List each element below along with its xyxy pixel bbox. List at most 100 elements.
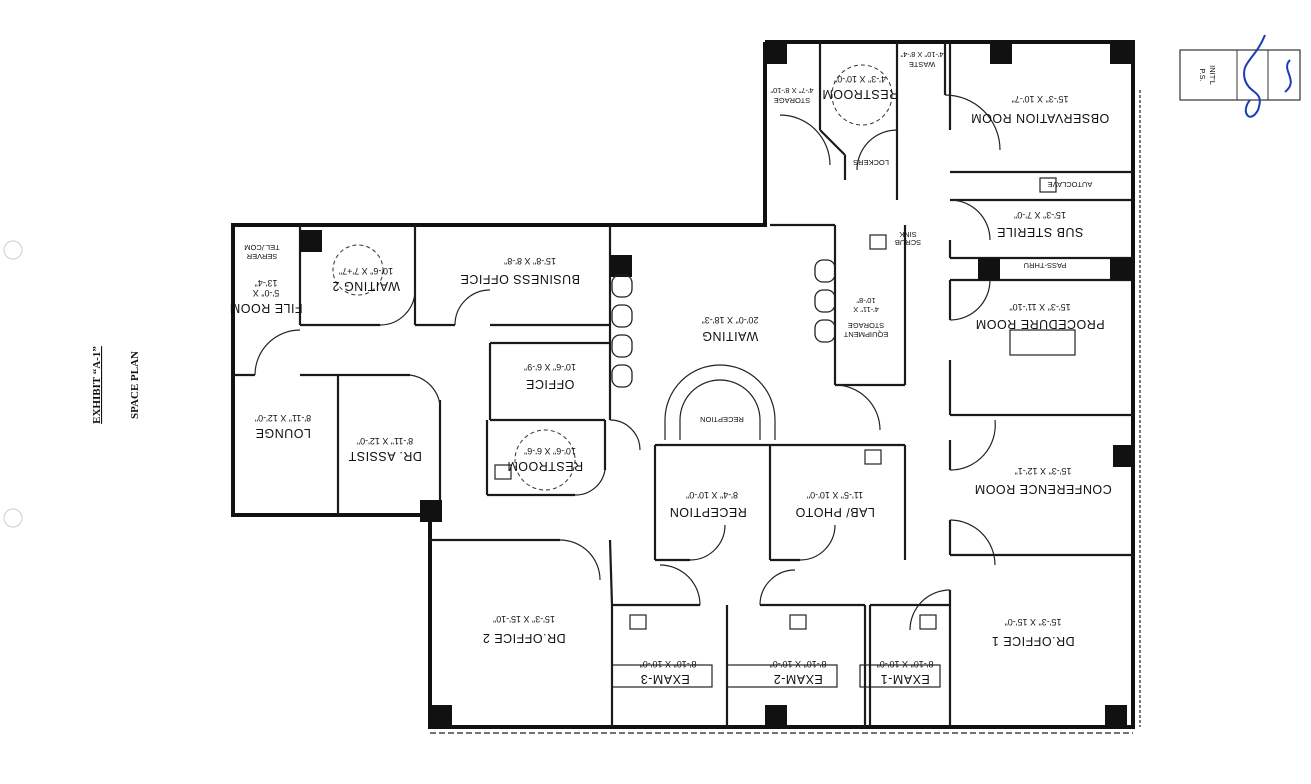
fixtures [300,42,1135,727]
room-dims-dr-office-2: 15'-3" X 15'-10" [493,614,555,624]
door-swing [759,569,796,606]
room-dims-waste: 4'-10" X 8'-4" [900,50,944,59]
room-dims-conference: 15'-3" X 12'-1" [1015,466,1072,476]
signature [1243,34,1292,118]
room-dims-lab-photo: 11'-5" X 10'-0" [807,490,863,500]
room-name-waste: WASTE [909,60,935,69]
structural-column [765,42,787,64]
door-swing [454,289,491,326]
structural-column [1110,42,1132,64]
sink [864,449,882,465]
room-dims-lounge: 8'-11" X 12'-0" [255,413,311,423]
waiting-chair [814,319,836,343]
door-swing [609,419,641,451]
room-name-lounge: LOUNGE [255,426,311,440]
room-name-lab-photo: LAB/ PHOTO [795,505,875,519]
room-name-exam-3: EXAM-3 [640,672,690,686]
structural-column [300,230,322,252]
sink [919,614,937,630]
walls [231,40,1141,734]
room-dims-business-office: 15'-8" X 8'-8" [504,256,556,266]
room-dims-dr-office-1: 15'-3" X 15'-0" [1005,617,1062,627]
sink [494,464,512,480]
interior-wall [819,129,846,156]
structural-column [1113,445,1135,467]
lockers-label: LOCKERS [853,158,889,167]
room-name-waiting-2: WAITING 2 [332,279,400,293]
room-dims-office: 10'-6" X 6'-9" [524,362,576,372]
structural-column [430,705,452,727]
server-label: SERVER [246,252,277,261]
room-dims-restroom: 10'-6" X 6'-6" [524,446,576,456]
door-swing [574,469,606,496]
structural-column [765,705,787,727]
structural-column [1105,705,1127,727]
structural-column [420,500,442,522]
room-dims-file-room: 13'-4" [255,278,278,288]
room-name-exam-2: EXAM-2 [773,672,823,686]
room-dims-exam-3: 8'-10" X 10'-0" [640,659,697,669]
room-dims-sub-sterile: 15'-3" X 7'-0" [1014,210,1066,220]
autoclave-label: AUTOCLAVE [1048,180,1093,189]
structural-column [978,258,1000,280]
waiting-chair [611,304,633,328]
room-name-waiting: WAITING [702,329,759,343]
exhibit-label: EXHIBIT “A-1” [91,346,103,424]
room-name-conference: CONFERENCE ROOM [974,482,1111,496]
pass-thru-label: PASS-THRU [1024,261,1067,270]
reception-desk [664,364,776,440]
door-swing [689,524,726,561]
turning-radius [831,64,893,126]
door-swing [909,589,951,631]
door-swing [944,94,1001,151]
exam-table [611,664,713,688]
door-swing [254,329,301,376]
waiting-chair [611,274,633,298]
exterior-wall [231,40,1135,729]
room-dims-storage: 4'-7" X 8'-10" [770,86,814,95]
initials-stamp: P.S. INIT'L [1179,34,1301,118]
room-name-restroom-top: RESTROOM [822,87,898,101]
room-dims-observation: 15'-3" X 10'-7" [1012,94,1069,104]
door-swing [659,564,701,606]
scrub-sink-label: SCRUB [895,238,921,247]
sink [789,614,807,630]
room-dims-waiting: 20'-0" X 18'-3" [702,315,759,325]
room-name-business-office: BUSINESS OFFICE [460,272,580,286]
turning-radius [514,429,576,491]
binder-hole [3,240,23,260]
exam-table [1009,329,1076,356]
door-swing [379,289,416,326]
room-dims-exam-2: 8'-10" X 10'-0" [770,659,827,669]
room-dims-dr-assist: 8'-11" X 12'-0" [357,436,413,446]
door-swing [949,519,996,566]
interior-wall [608,539,614,606]
room-name-file-room: FILE ROOM [229,301,302,315]
exam-table [859,664,941,688]
structural-column [610,255,632,277]
door-swing [856,129,898,171]
room-dims-equipment-storage: 10'-8" [856,296,875,305]
door-swing [949,419,996,471]
room-dims-procedure: 15'-3" X 11'-10" [1009,302,1070,312]
room-name-office: OFFICE [526,377,575,391]
stamp-label: INIT'L [1208,65,1217,85]
door-swing [949,279,991,321]
room-name-dr-office-1: DR.OFFICE 1 [991,634,1074,648]
turning-radius [332,244,384,296]
reception-desk-label: RECEPTION [700,415,744,424]
room-dims-waiting-2: 10'-6" X 7'+7" [339,266,393,276]
plan-title: SPACE PLAN [129,351,141,419]
scrub-sink-label: SINK [899,230,917,239]
room-dims-reception: 8'-4" X 10'-0" [686,490,738,500]
structural-column [1110,258,1132,280]
sink [1039,177,1057,193]
room-name-procedure: PROCEDURE ROOM [975,317,1104,331]
sink [629,614,647,630]
waiting-chair [611,334,633,358]
room-name-exam-1: EXAM-1 [880,672,930,686]
binder-hole [3,508,23,528]
waiting-chair [814,289,836,313]
sink [869,234,887,250]
room-name-restroom: RESTROOM [507,459,583,473]
